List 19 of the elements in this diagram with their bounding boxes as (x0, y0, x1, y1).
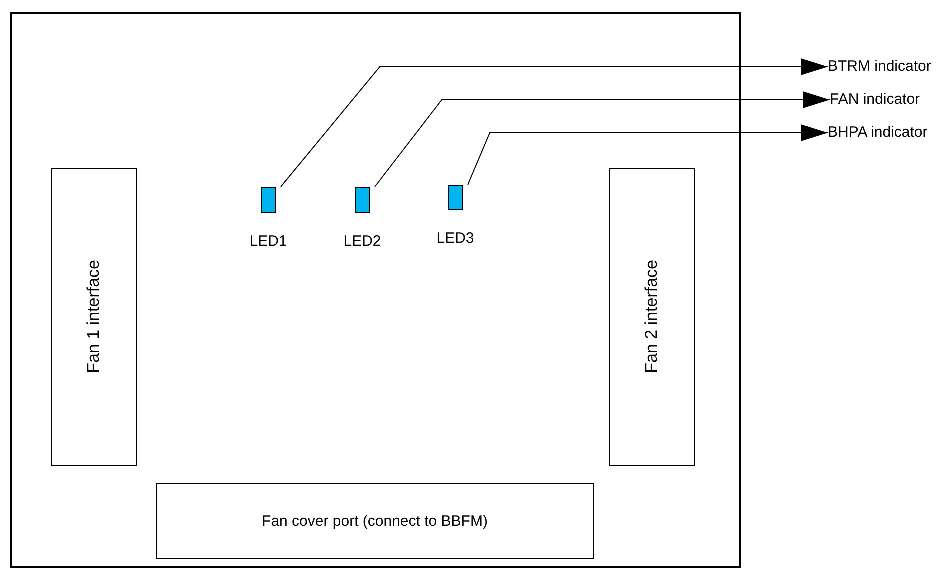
indicator-label: FAN indicator (830, 91, 920, 108)
led-label: LED1 (250, 233, 288, 250)
indicator-label: BTRM indicator (828, 58, 932, 75)
led-indicator (355, 187, 370, 213)
interface-label: Fan cover port (connect to BBFM) (262, 512, 488, 530)
indicator-label: BHPA indicator (828, 124, 928, 141)
arrow (374, 92, 830, 188)
port-box (156, 483, 594, 559)
led-label: LED3 (436, 230, 474, 247)
arrow (280, 58, 828, 188)
interface-label: Fan 2 interface (642, 260, 662, 374)
board-panel (10, 12, 741, 568)
interface-box (51, 168, 137, 466)
arrow (468, 124, 828, 186)
interface-box (609, 168, 695, 466)
interface-label: Fan 1 interface (84, 260, 104, 374)
led-indicator (261, 187, 276, 213)
led-label: LED2 (344, 233, 382, 250)
led-indicator (448, 185, 463, 210)
